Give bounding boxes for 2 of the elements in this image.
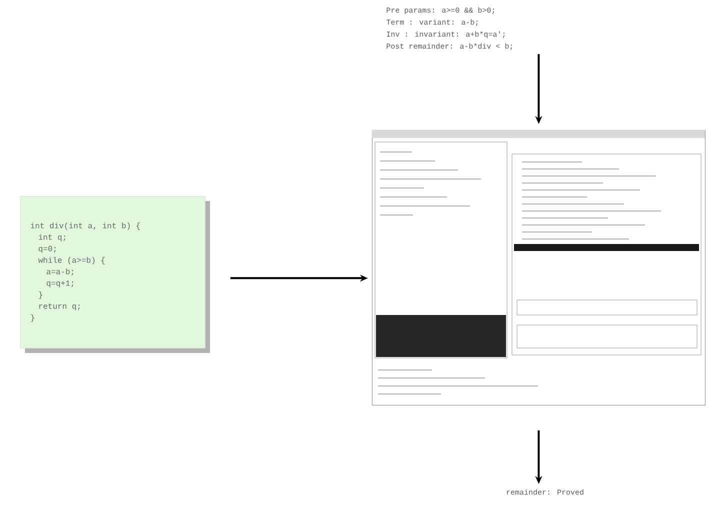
screenshot-drawing bbox=[372, 130, 706, 406]
code-box: int div(int a, int b) { int q; q=0; while (a>=b) { a=a-b; q=q+1; } return q; } bbox=[20, 196, 210, 353]
